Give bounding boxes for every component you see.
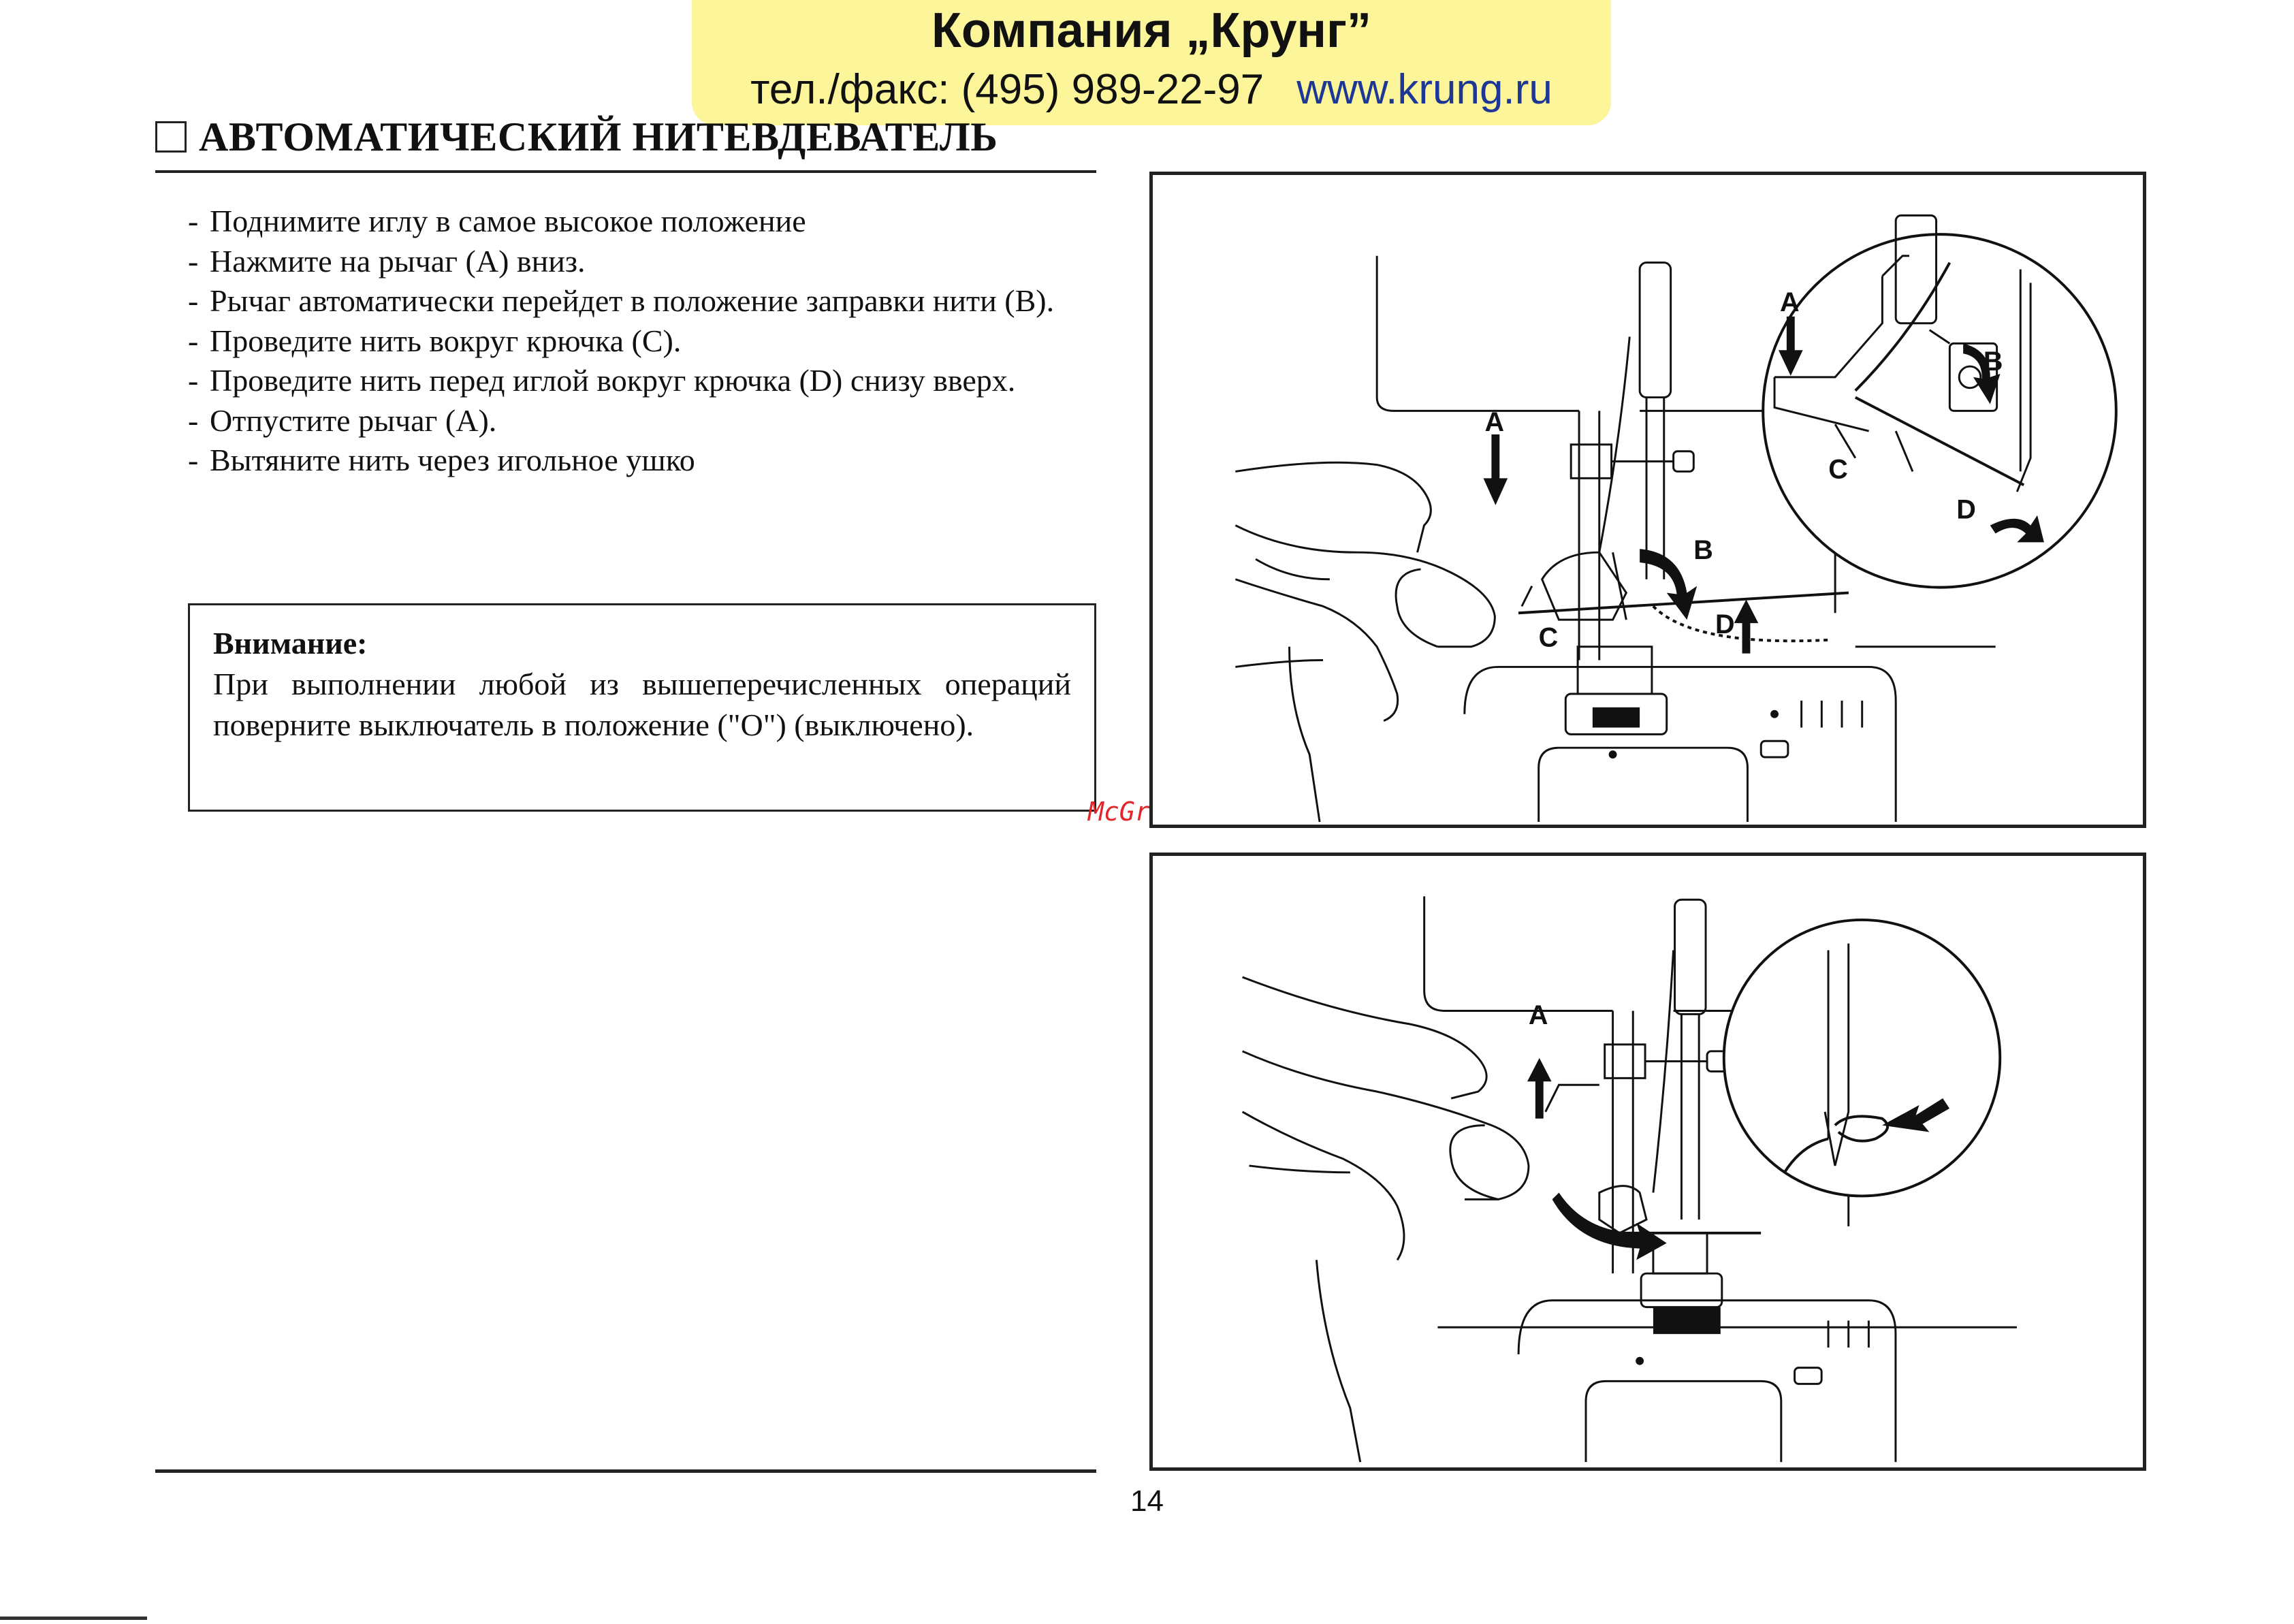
list-item: -Вытяните нить через игольное ушко <box>188 443 695 477</box>
phone-fax: тел./факс: (495) 989-22-97 <box>750 66 1264 113</box>
section-title: АВТОМАТИЧЕСКИЙ НИТЕВДЕВАТЕЛЬ <box>199 114 998 159</box>
label-d-zoom: D <box>1956 495 1976 525</box>
section-header: АВТОМАТИЧЕСКИЙ НИТЕВДЕВАТЕЛЬ <box>155 113 998 161</box>
list-item: -Проведите нить вокруг крючка (C). <box>188 323 682 358</box>
list-item: -Нажмите на рычаг (A) вниз. <box>188 243 586 278</box>
warning-heading: Внимание: <box>213 626 368 660</box>
label-c-zoom: C <box>1828 454 1848 484</box>
checkbox-square-icon <box>155 121 187 153</box>
label-b-main: B <box>1693 535 1713 565</box>
label-b-zoom: B <box>1984 347 2003 377</box>
label-c-main: C <box>1539 623 1559 653</box>
warning-box: Внимание: При выполнении любой из вышепе… <box>188 603 1096 812</box>
top-divider <box>155 170 1096 173</box>
label-a-zoom: A <box>1780 287 1800 317</box>
list-item: -Поднимите иглу в самое высокое положени… <box>188 204 806 238</box>
label-a-main: A <box>1529 1000 1548 1030</box>
warning-text: При выполнении любой из вышеперечисленны… <box>213 667 1071 742</box>
banner-contacts: тел./факс: (495) 989-22-97 www.krung.ru <box>692 65 1611 114</box>
list-item: -Рычаг автоматически перейдет в положени… <box>188 283 1055 318</box>
list-item: -Проведите нить перед иглой вокруг крючк… <box>188 363 1016 398</box>
bottom-edge-line <box>0 1617 147 1620</box>
bottom-divider <box>155 1469 1096 1473</box>
company-name: Компания „Крунг” <box>931 3 1372 58</box>
threading-illustration-step2: A <box>1149 853 2146 1471</box>
website-link[interactable]: www.krung.ru <box>1296 66 1552 113</box>
contact-banner: Компания „Крунг” тел./факс: (495) 989-22… <box>692 0 1611 125</box>
sewing-machine-needle-threader-diagram: A B C D A B C D <box>1234 214 2118 823</box>
page-number: 14 <box>1130 1484 1164 1518</box>
instruction-list: -Поднимите иглу в самое высокое положени… <box>188 202 1096 481</box>
label-d-main: D <box>1715 609 1735 639</box>
list-item: -Отпустите рычаг (A). <box>188 402 497 438</box>
label-a-main: A <box>1485 407 1505 437</box>
needle-thread-pullthrough-diagram: A <box>1241 896 2017 1463</box>
threading-illustration-step1: A B C D A B C D <box>1149 172 2146 828</box>
